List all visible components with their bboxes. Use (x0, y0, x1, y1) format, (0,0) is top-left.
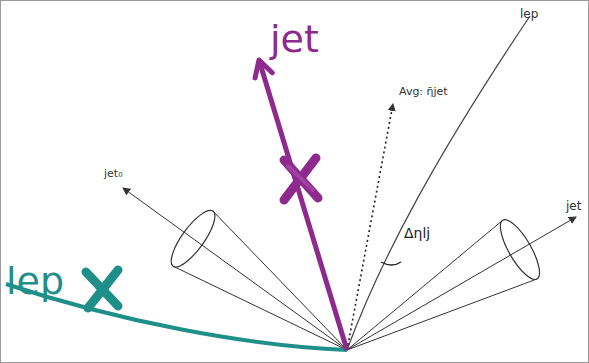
delta-eta-arc (381, 262, 401, 265)
lepton-label: lep (6, 262, 64, 300)
jet-label: jet (270, 20, 319, 58)
cone-edge (347, 279, 537, 350)
cross-stroke (88, 270, 118, 308)
average-eta-label: Avg: η̄jet (399, 86, 448, 97)
removed-lepton-cross (86, 270, 118, 308)
cone-edge (347, 220, 503, 350)
average-eta-axis (347, 104, 393, 350)
jet0-label: jet₀ (104, 168, 123, 179)
lepton-track (347, 16, 530, 350)
removed-jet-cross (284, 158, 318, 200)
delta-eta-label: Δηlj (404, 226, 430, 240)
jet-label: jet (566, 200, 581, 212)
cross-stroke (284, 158, 316, 200)
lepton-label: lep (520, 8, 538, 20)
cross-stroke (288, 166, 313, 190)
jet-axis (347, 217, 576, 350)
cone-edge (173, 266, 347, 350)
removed-jet-arrow (259, 60, 347, 350)
